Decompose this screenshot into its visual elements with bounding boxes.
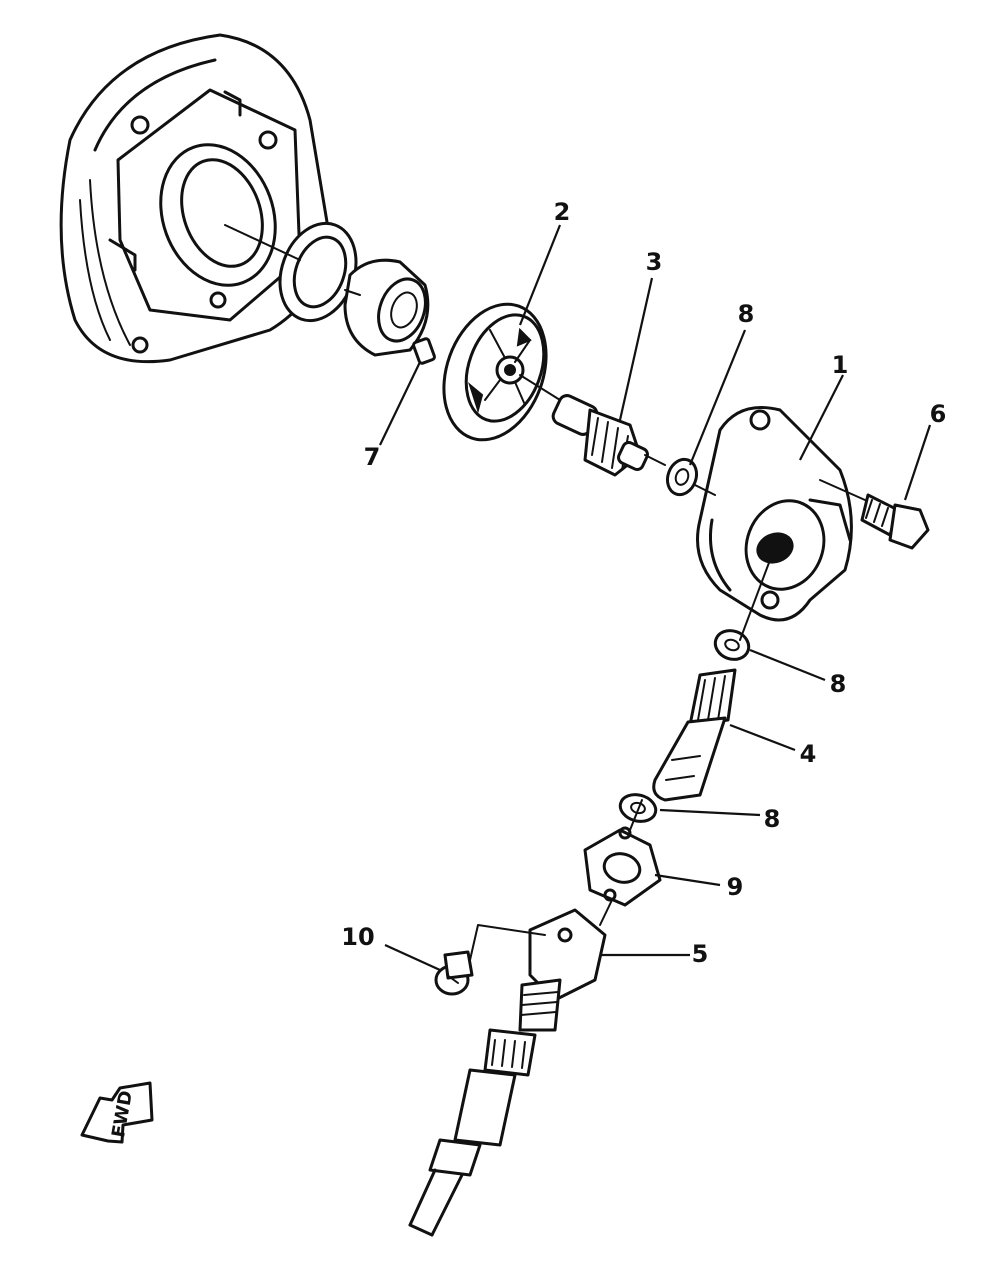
gasket-plate	[583, 826, 662, 907]
washer-middle	[713, 629, 751, 661]
callout-8-lower: 8	[764, 805, 781, 833]
cable-sleeve	[518, 908, 607, 1032]
screw	[434, 950, 474, 996]
callout-8-upper: 8	[738, 300, 755, 328]
driven-gear-shaft	[652, 668, 737, 802]
callout-2: 2	[554, 198, 571, 226]
washer-upper	[665, 457, 699, 497]
bearing	[343, 258, 430, 357]
seal-ring	[278, 221, 358, 323]
hub-plate	[59, 33, 332, 364]
assembly-axis	[224, 224, 866, 961]
pin	[412, 337, 436, 365]
leader-lines	[379, 224, 932, 972]
bolt	[860, 493, 930, 550]
callout-8-middle: 8	[830, 670, 847, 698]
callout-1: 1	[832, 351, 849, 379]
callout-10: 10	[341, 923, 374, 951]
callout-4: 4	[800, 740, 817, 768]
speedometer-cable	[408, 1028, 537, 1237]
callout-labels: 1 2 3 4 5 6 7 8 8 8 9 10	[341, 198, 946, 968]
callout-3: 3	[646, 248, 663, 276]
fwd-label: FWD	[108, 1089, 137, 1139]
callout-7: 7	[364, 443, 381, 471]
drive-gear	[551, 394, 649, 477]
gear-disc	[442, 302, 548, 442]
callout-5: 5	[692, 940, 709, 968]
gear-housing	[696, 406, 853, 622]
fwd-arrow-icon: FWD	[80, 1081, 154, 1144]
callout-6: 6	[930, 400, 947, 428]
callout-9: 9	[727, 873, 744, 901]
